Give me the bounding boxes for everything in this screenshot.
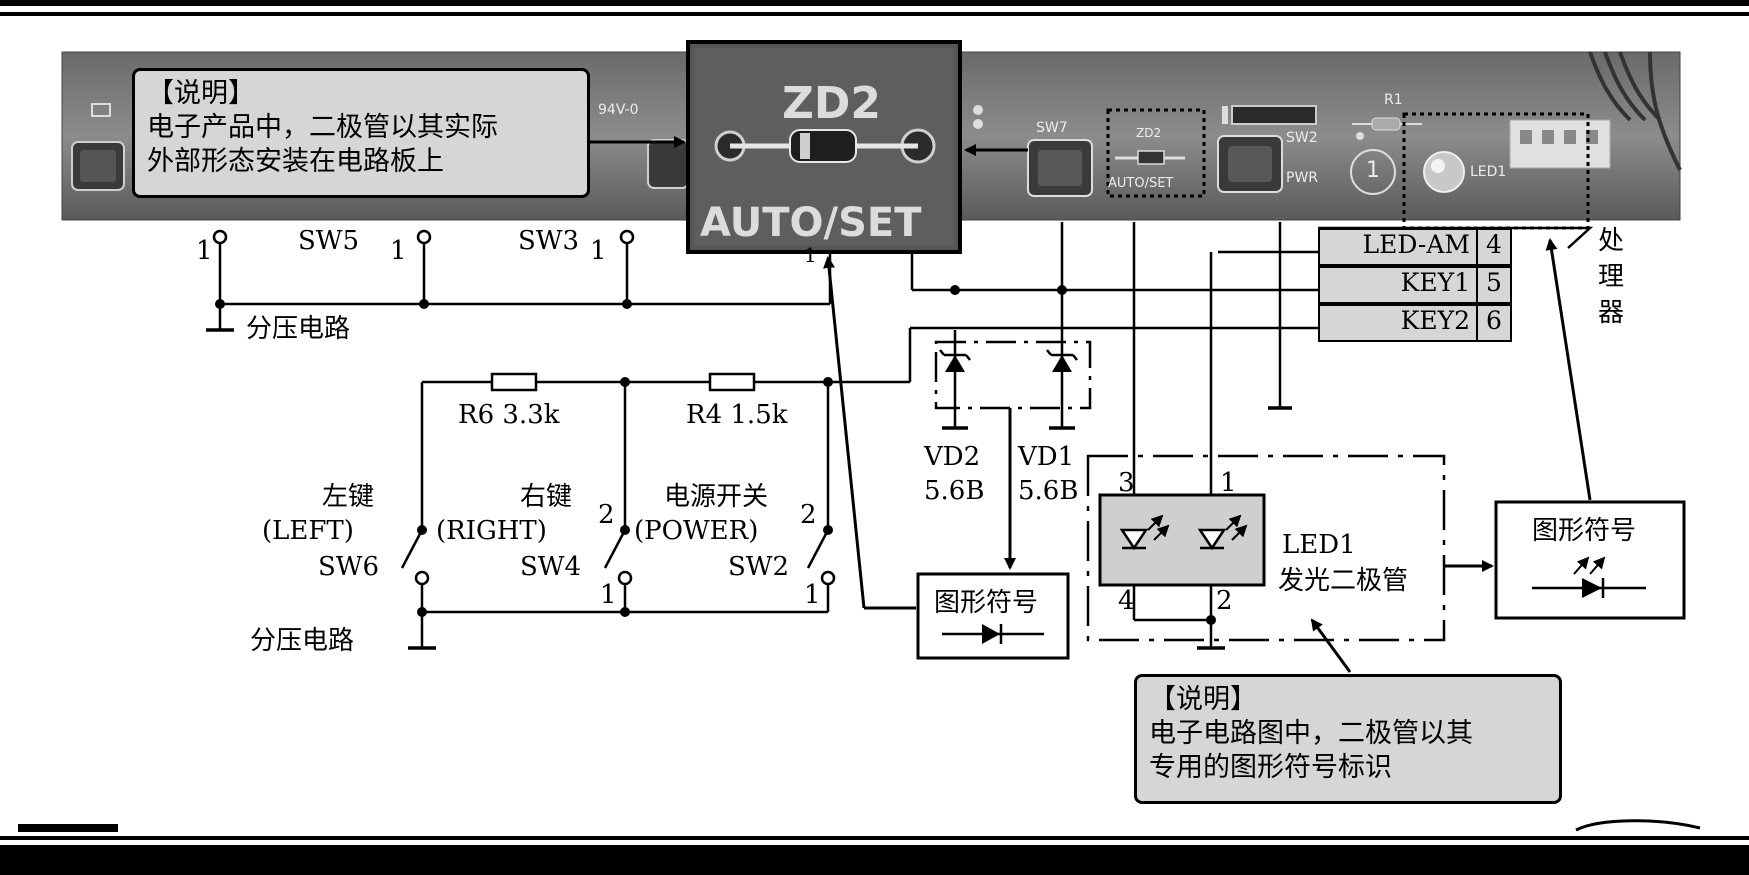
diode-symbol-title: 图形符号 <box>934 588 1039 618</box>
processor-label-3: 器 <box>1598 298 1625 328</box>
zener-vd2-symbol <box>939 349 971 372</box>
zd2-photo-label: ZD2 <box>782 78 882 129</box>
top-note: 【说明】 电子产品中，二极管以其实际 外部形态安装在电路板上 <box>132 68 590 198</box>
right-key-cn: 右键 <box>520 482 573 512</box>
pcb-r1-label: R1 <box>1384 92 1403 108</box>
annotation-arrows <box>590 136 1592 673</box>
sw5-label: SW5 <box>298 226 360 256</box>
top-divider-label: 分压电路 <box>246 314 351 344</box>
sw6-label: SW6 <box>318 552 380 582</box>
top-note-title: 【说明】 <box>147 78 255 109</box>
bottom-note-line1: 电子电路图中，二极管以其 <box>1149 718 1473 749</box>
led-symbol-box <box>1494 500 1686 620</box>
sw2-label: SW2 <box>728 552 790 582</box>
led-name: LED1 <box>1282 530 1356 560</box>
sw2-pin2: 2 <box>800 500 817 530</box>
pin-key2: KEY2 <box>1318 304 1478 342</box>
pin-num-4: 4 <box>1476 228 1512 266</box>
power-key-en: (POWER) <box>634 516 759 546</box>
pcb-led1-label: LED1 <box>1470 164 1507 180</box>
top-rule-thin <box>0 12 1749 16</box>
processor-label-2: 理 <box>1598 262 1625 292</box>
zd2-zoom-photo <box>686 40 962 254</box>
r6-label: R6 3.3k <box>458 400 560 430</box>
pin-led-am: LED-AM <box>1318 228 1478 266</box>
pin-num-6: 6 <box>1476 304 1512 342</box>
sw2-pin1: 1 <box>804 580 821 610</box>
bottom-rule <box>0 845 1749 875</box>
pcb-circle-label: 1 <box>1366 158 1380 183</box>
autoset-photo-label: AUTO/SET <box>700 200 922 246</box>
led-wiring <box>1086 454 1446 650</box>
vd1-value: 5.6B <box>1018 476 1079 506</box>
pin-num-5: 5 <box>1476 266 1512 304</box>
bottom-divider-label: 分压电路 <box>250 626 355 656</box>
top-pin-a: 1 <box>196 236 213 266</box>
power-key-cn: 电源开关 <box>664 482 769 512</box>
left-key-cn: 左键 <box>322 482 375 512</box>
led-symbol-right <box>1197 514 1248 551</box>
pcb-sw2-label: SW2 <box>1286 130 1318 146</box>
pcb-autoset-label: AUTO/SET <box>1108 176 1174 191</box>
led-symbol-title: 图形符号 <box>1532 516 1637 546</box>
led-pin4: 4 <box>1118 586 1135 616</box>
bottom-note-title: 【说明】 <box>1149 684 1257 715</box>
top-note-line2: 外部形态安装在电路板上 <box>147 146 444 177</box>
led-desc: 发光二极管 <box>1278 566 1409 596</box>
diode-symbol-box <box>916 572 1070 660</box>
vd2-value: 5.6B <box>924 476 985 506</box>
pcb-board-label: 94V-0 <box>598 102 639 118</box>
pin-key1: KEY1 <box>1318 266 1478 304</box>
bottom-note-line2: 专用的图形符号标识 <box>1149 752 1392 783</box>
top-pin-b: 1 <box>390 236 407 266</box>
top-note-line1: 电子产品中，二极管以其实际 <box>147 112 498 143</box>
top-pin-c: 1 <box>590 236 607 266</box>
top-pin-d: 1 <box>804 243 817 267</box>
bottom-rule-thin <box>0 836 1749 840</box>
left-key-en: (LEFT) <box>262 516 354 546</box>
processor-label-1: 处 <box>1598 226 1625 256</box>
pcb-sw7-label: SW7 <box>1036 120 1068 136</box>
sw4-label: SW4 <box>520 552 582 582</box>
r4-label: R4 1.5k <box>686 400 788 430</box>
bottom-mark <box>18 824 118 832</box>
sw3-label: SW3 <box>518 226 580 256</box>
vd2-label: VD2 <box>924 442 981 472</box>
sw4-pin2: 2 <box>598 500 615 530</box>
sw4-pin1: 1 <box>600 580 617 610</box>
led-pin2: 2 <box>1216 586 1233 616</box>
pcb-zd2-label: ZD2 <box>1136 126 1162 140</box>
right-key-en: (RIGHT) <box>436 516 547 546</box>
led-pin1: 1 <box>1220 468 1237 498</box>
vd1-label: VD1 <box>1018 442 1075 472</box>
zener-vd1-symbol <box>1046 349 1078 372</box>
bottom-note: 【说明】 电子电路图中，二极管以其 专用的图形符号标识 <box>1134 674 1562 804</box>
led-symbol-left <box>1119 514 1170 551</box>
led-pin3: 3 <box>1118 468 1135 498</box>
pcb-pwr-label: PWR <box>1286 170 1319 186</box>
top-rule <box>0 0 1749 6</box>
